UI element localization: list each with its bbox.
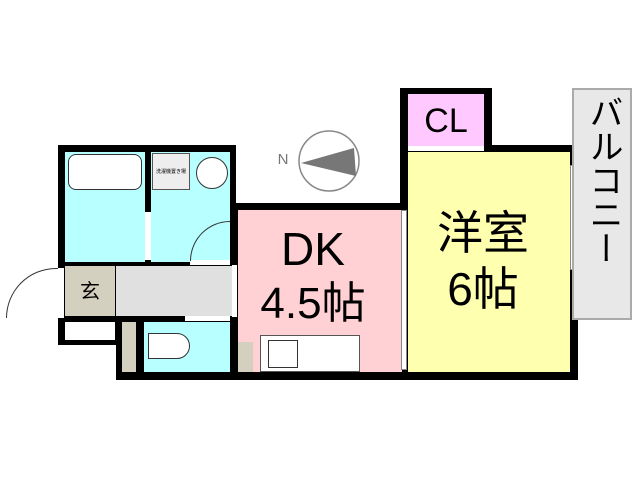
bath-door[interactable] [145, 212, 151, 260]
front-door[interactable] [58, 268, 64, 318]
toilet-icon [148, 333, 190, 359]
dk-storage [238, 342, 253, 372]
balcony-label: バルコニー [584, 95, 622, 265]
toilet-door[interactable] [185, 316, 230, 321]
washer-space: 洗濯機置き場 [152, 153, 190, 190]
balcony [572, 88, 632, 320]
western-label: 洋室 [437, 207, 529, 259]
closet-label: CL [424, 102, 468, 140]
entrance [65, 266, 115, 316]
dk-size: 4.5帖 [260, 279, 366, 328]
front-door-swing [6, 268, 58, 318]
hallway [116, 266, 232, 316]
wash-door[interactable] [190, 260, 230, 265]
western-size: 6帖 [447, 263, 519, 315]
closet-door[interactable] [408, 146, 484, 151]
western-room [408, 152, 570, 372]
dk-door[interactable] [232, 265, 237, 317]
sliding-door[interactable] [401, 210, 407, 370]
stove-icon [268, 340, 298, 368]
washer-label: 洗濯機置き場 [155, 169, 186, 175]
toilet-storage [122, 322, 136, 372]
shoe-box [65, 322, 115, 340]
dk-label: DK [281, 223, 345, 275]
closet [408, 94, 484, 146]
sink-icon [196, 157, 228, 189]
compass-icon [298, 130, 360, 192]
bathtub [68, 154, 142, 190]
entrance-label: 玄 [80, 281, 100, 303]
compass-north-label: N [277, 151, 289, 168]
